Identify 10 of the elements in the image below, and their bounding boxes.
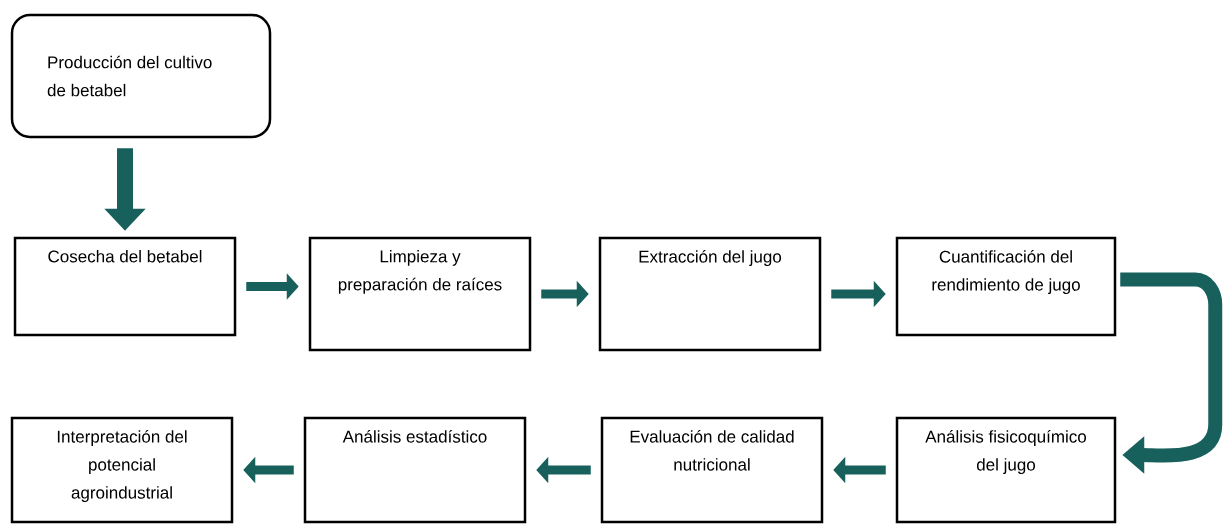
process-box: Limpieza y preparación de raíces	[308, 236, 532, 352]
process-box: Cosecha del betabel	[13, 236, 237, 337]
process-box: Evaluación de calidad nutricional	[600, 416, 824, 524]
curved-arrow	[1120, 272, 1223, 474]
process-box: Interpretación del potencial agroindustrial	[10, 416, 234, 524]
process-box: Análisis estadístico	[303, 416, 527, 524]
process-box: Extracción del jugo	[598, 236, 822, 352]
process-box: Cuantificación del rendimiento de jugo	[895, 236, 1117, 337]
start-box: Producción del cultivo de betabel	[10, 13, 272, 139]
process-box: Análisis fisicoquímico del jugo	[895, 416, 1117, 524]
